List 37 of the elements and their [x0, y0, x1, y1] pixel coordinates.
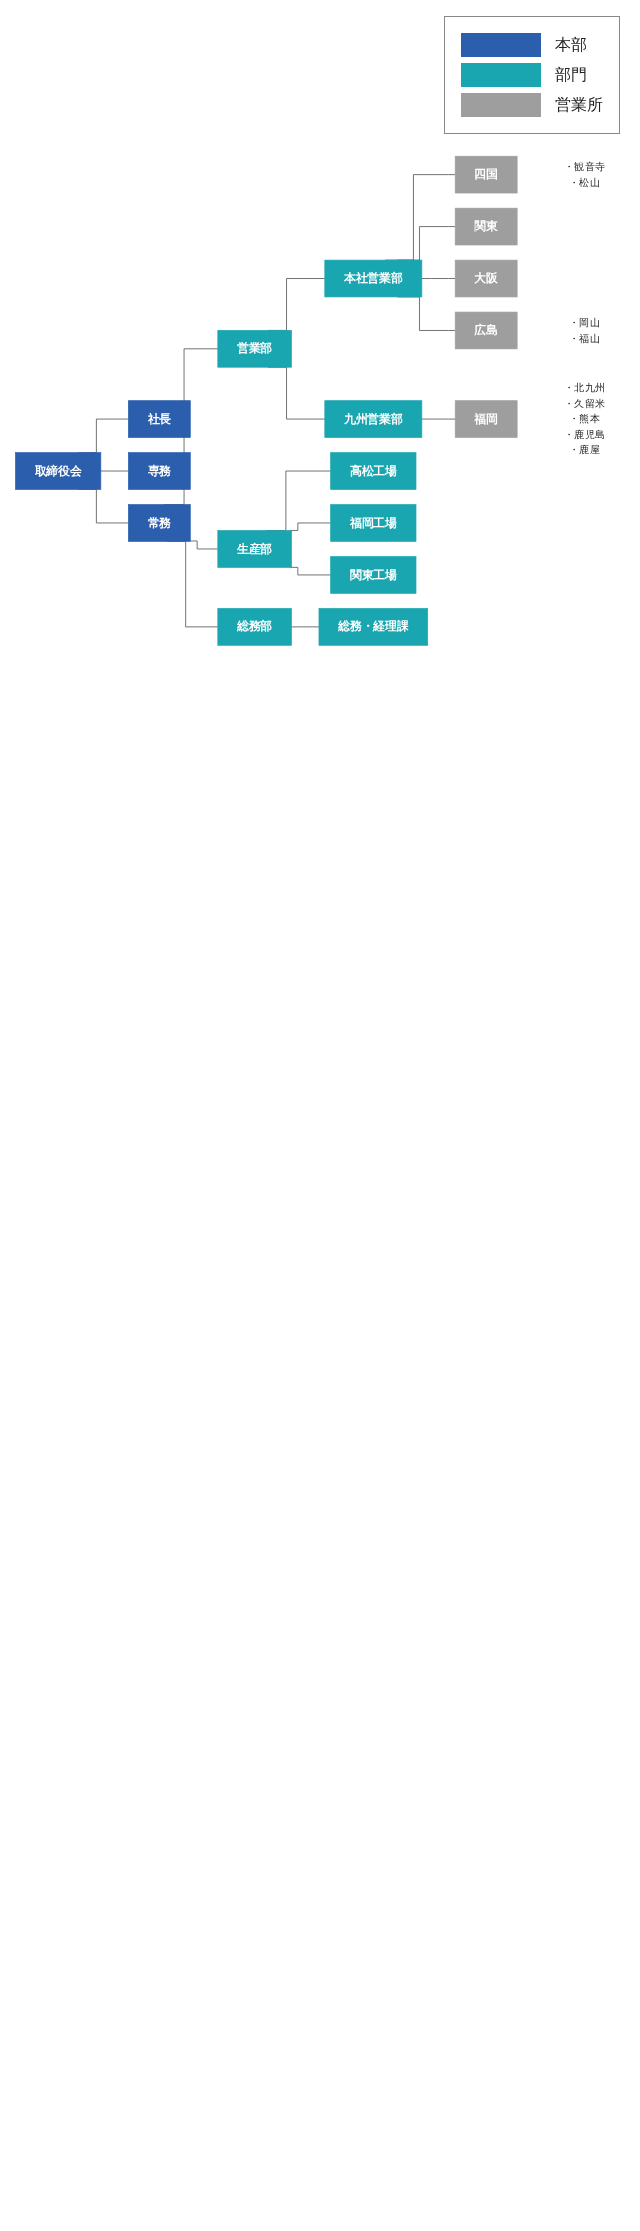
- node-box: 福岡工場: [330, 504, 417, 542]
- node-box: 総務・経理課: [318, 608, 429, 646]
- node-box: 常務: [128, 504, 191, 542]
- node-box: 高松工場: [330, 452, 417, 490]
- node-box: 広島: [454, 311, 518, 350]
- node-box: 福岡: [454, 400, 518, 438]
- connector: [290, 566, 332, 576]
- connector: [421, 278, 456, 279]
- connector: [291, 626, 320, 628]
- legend-label: 部門: [555, 64, 587, 86]
- node-box: 取締役会: [15, 452, 102, 490]
- node-box: 関東: [454, 207, 518, 246]
- node-box: 総務部: [217, 608, 292, 646]
- node-label: ・鹿児島: [563, 428, 606, 441]
- node-box: 関東工場: [330, 556, 417, 594]
- connector: [100, 470, 129, 472]
- node-box: 本社営業部: [324, 259, 423, 298]
- connector: [290, 522, 332, 531]
- legend-label: 本部: [555, 34, 587, 56]
- connector: [189, 540, 219, 550]
- node-label: ・岡山: [569, 316, 601, 329]
- node-box: 社長: [128, 400, 191, 438]
- node-label: ・久留米: [563, 397, 606, 410]
- node-box: 大阪: [454, 259, 518, 298]
- node-box: 九州営業部: [324, 400, 423, 438]
- node-label: ・福山: [569, 331, 601, 345]
- connector: [421, 418, 456, 420]
- node-label: ・熊本: [569, 412, 601, 426]
- node-box: 四国: [454, 155, 518, 194]
- node-label: ・鹿屋: [569, 443, 601, 457]
- node-label: ・松山: [569, 176, 601, 189]
- node-label: ・北九州: [563, 381, 606, 395]
- node-box: 専務: [128, 452, 191, 490]
- node-box: 営業部: [217, 330, 292, 368]
- node-label: ・観音寺: [563, 160, 606, 173]
- node-box: 生産部: [217, 530, 292, 568]
- legend-label: 営業所: [555, 94, 603, 116]
